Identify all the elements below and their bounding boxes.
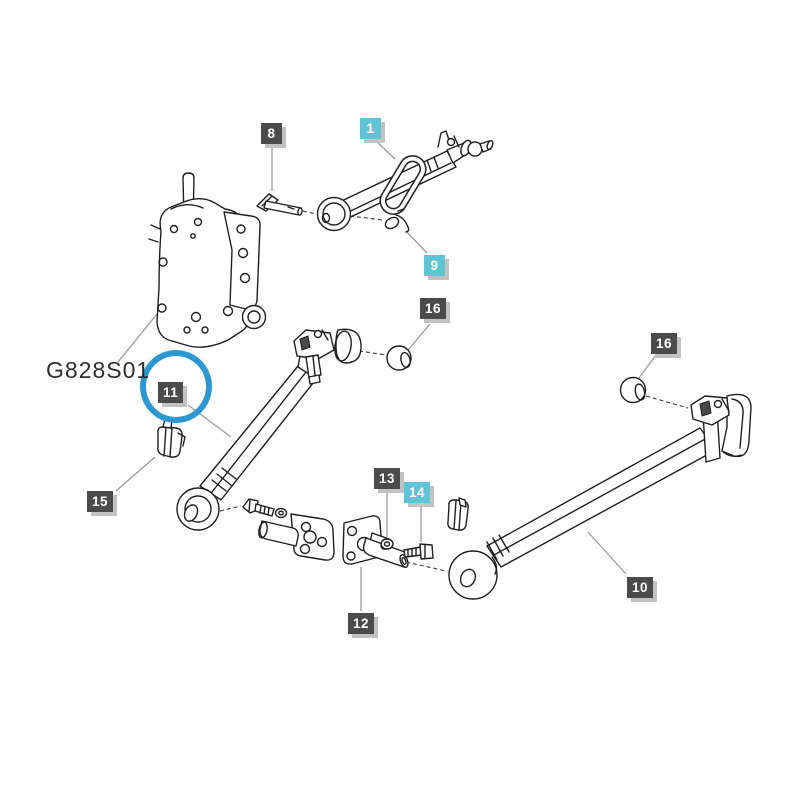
slotted-bushing (447, 497, 469, 531)
figure-code: G828S01 (46, 357, 151, 383)
pivot-bracket-part-12 (342, 515, 409, 568)
ball-bushing-part-16-left (386, 345, 412, 371)
lift-arm-part-11 (176, 328, 362, 531)
washer-part-13 (380, 538, 394, 550)
part-label-9[interactable]: 9 (424, 255, 445, 276)
bolt-part-14 (403, 543, 434, 560)
part-label-8[interactable]: 8 (261, 123, 282, 144)
handle-pin-part-8 (256, 193, 303, 216)
lift-arm-part-10 (448, 393, 752, 600)
top-link-handle (379, 155, 427, 215)
part-label-13[interactable]: 13 (374, 468, 401, 489)
part-label-15[interactable]: 15 (87, 491, 114, 512)
lynch-pin-part-9 (384, 208, 410, 233)
assembly-dashed-lines (219, 210, 689, 572)
pivot-bracket-left (242, 498, 335, 561)
top-link-part-1 (316, 130, 494, 232)
part-label-16-left[interactable]: 16 (420, 298, 447, 319)
ball-bushing-part-16-right (619, 376, 647, 404)
part-label-16-right[interactable]: 16 (651, 333, 678, 354)
part-label-14[interactable]: 14 (404, 482, 431, 503)
part-label-1[interactable]: 1 (360, 118, 381, 139)
highlight-circle (140, 350, 212, 423)
part-label-12[interactable]: 12 (348, 613, 375, 634)
clamp-wedge-part-15 (157, 418, 186, 458)
washer (274, 507, 288, 519)
part-label-10[interactable]: 10 (627, 577, 654, 598)
rockshaft-housing-part (148, 172, 267, 348)
part-label-11[interactable]: 11 (158, 382, 184, 403)
pivot-cylinder (259, 520, 299, 547)
